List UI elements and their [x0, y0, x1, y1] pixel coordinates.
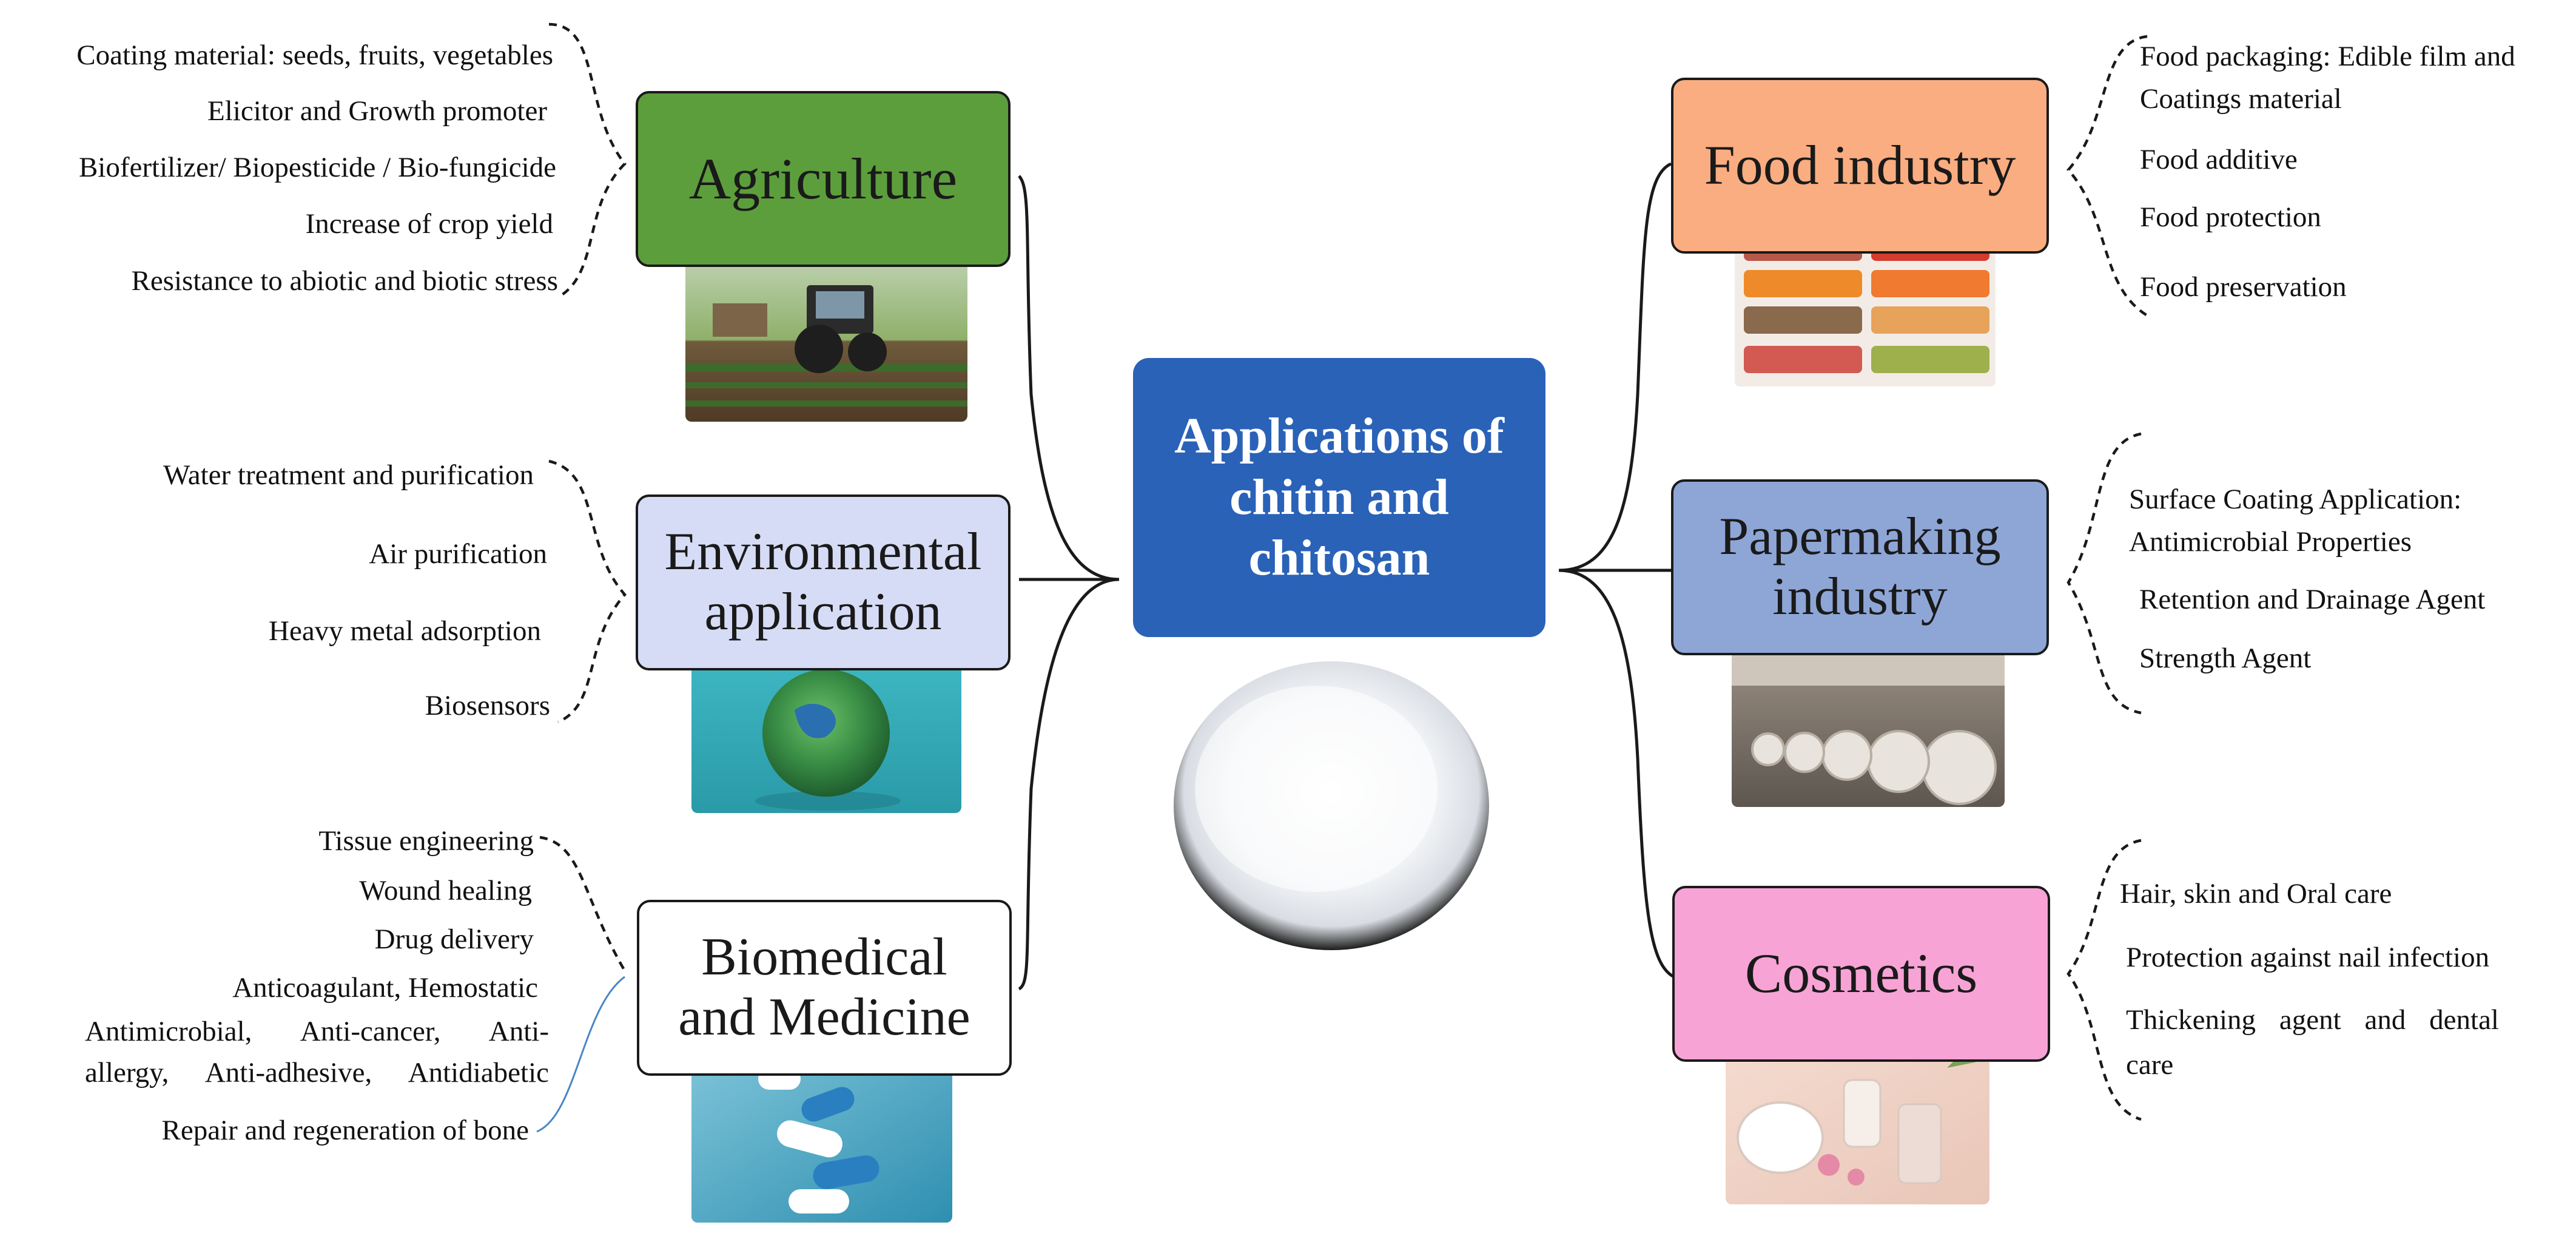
biomedical-item: Antimicrobial, Anti-cancer, Anti-	[85, 1016, 549, 1047]
agriculture-item: Elicitor and Growth promoter	[207, 95, 547, 127]
central-title: Applications of chitin and chitosan	[1174, 407, 1504, 587]
agriculture-item: Coating material: seeds, fruits, vegetab…	[76, 39, 553, 71]
biomedical-item: Wound healing	[359, 875, 532, 906]
biomedical-title: Biomedical and Medicine	[678, 928, 970, 1047]
paper-item: Antimicrobial Properties	[2129, 526, 2412, 558]
food-item: Food packaging: Edible film and	[2140, 41, 2515, 72]
chitosan-powder-icon	[1174, 661, 1489, 950]
environment-item: Water treatment and purification	[163, 459, 534, 491]
dashed-braces-right	[2067, 35, 2148, 1121]
cosmetics-products-icon	[1726, 1041, 1989, 1204]
biomedical-item: Tissue engineering	[318, 825, 534, 857]
food-item: Food protection	[2140, 201, 2321, 233]
agriculture-item: Increase of crop yield	[305, 208, 553, 240]
right-connectors	[1558, 162, 1675, 979]
environment-node: Environmental application	[636, 494, 1011, 670]
biomedical-item: Anticoagulant, Hemostatic	[232, 972, 538, 1004]
cosmetics-item: Thickening agent and dental	[2126, 1004, 2499, 1036]
paper-item: Surface Coating Application:	[2129, 484, 2462, 515]
cosmetics-item: care	[2126, 1049, 2174, 1081]
paper-item: Retention and Drainage Agent	[2139, 584, 2486, 615]
agriculture-item: Biofertilizer/ Biopesticide / Bio-fungic…	[78, 152, 556, 183]
food-item: Food additive	[2140, 144, 2298, 175]
capsules-icon	[691, 1062, 952, 1223]
biomedical-blue-arc	[536, 976, 625, 1133]
environment-item: Biosensors	[425, 690, 550, 721]
food-title: Food industry	[1704, 134, 2016, 197]
central-topic: Applications of chitin and chitosan	[1133, 358, 1545, 637]
cosmetics-title: Cosmetics	[1744, 942, 1978, 1005]
biomedical-item: allergy, Anti-adhesive, Antidiabetic	[85, 1057, 549, 1088]
paper-title: Papermaking industry	[1719, 507, 2001, 626]
agriculture-node: Agriculture	[636, 91, 1011, 267]
agriculture-item: Resistance to abiotic and biotic stress	[131, 265, 558, 297]
left-connectors	[1018, 175, 1120, 991]
paper-node: Papermaking industry	[1671, 479, 2049, 655]
tractor-field-icon	[685, 240, 967, 422]
green-earth-icon	[691, 652, 961, 813]
agriculture-title: Agriculture	[688, 146, 958, 212]
food-item: Coatings material	[2140, 83, 2342, 115]
cosmetics-item: Hair, skin and Oral care	[2120, 878, 2392, 910]
paper-item: Strength Agent	[2139, 643, 2312, 674]
biomedical-node: Biomedical and Medicine	[637, 900, 1012, 1076]
dashed-braces-left	[539, 22, 627, 972]
cosmetics-item: Protection against nail infection	[2126, 942, 2490, 973]
biomedical-item: Repair and regeneration of bone	[161, 1115, 529, 1146]
paper-rolls-icon	[1732, 649, 2005, 807]
environment-title: Environmental application	[664, 522, 982, 641]
food-node: Food industry	[1671, 78, 2049, 254]
environment-item: Heavy metal adsorption	[269, 615, 541, 647]
cosmetics-node: Cosmetics	[1672, 886, 2050, 1062]
food-item: Food preservation	[2140, 271, 2347, 303]
biomedical-item: Drug delivery	[374, 923, 534, 955]
environment-item: Air purification	[369, 538, 547, 570]
